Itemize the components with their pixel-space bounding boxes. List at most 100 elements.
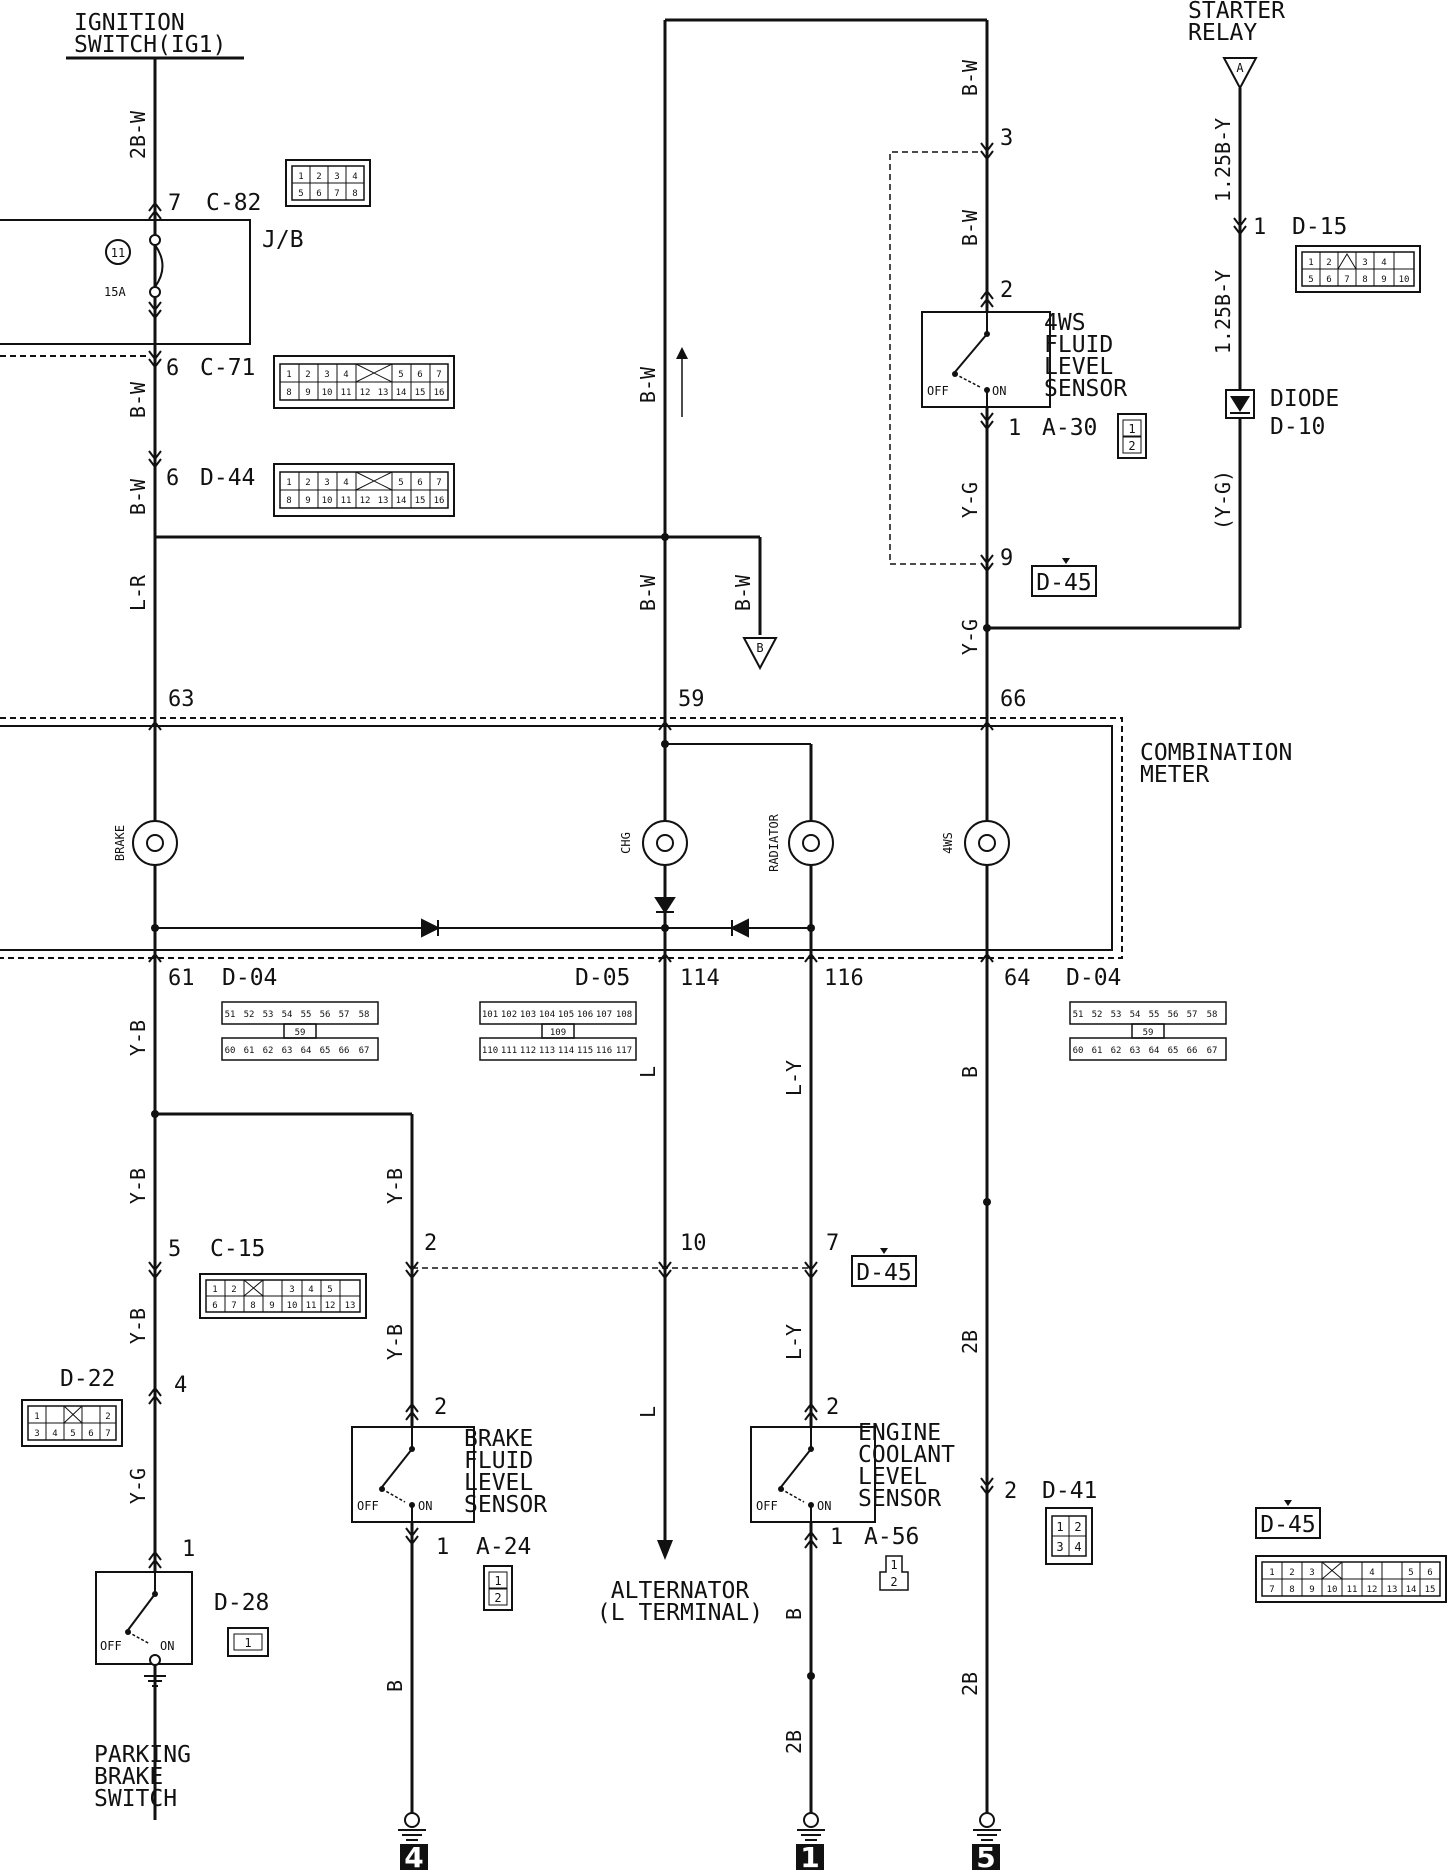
wire-2b-label-right-1: 2B [958, 1330, 982, 1354]
svg-text:65: 65 [1168, 1046, 1179, 1056]
parking-brake-ground-icon [144, 1665, 166, 1687]
left-wire-connector-marks [148, 201, 162, 469]
pin-4: 4 [174, 1373, 187, 1398]
brake-fluid-label-1: BRAKE [464, 1426, 533, 1452]
wire-yg-label-4ws: Y-G [958, 482, 982, 518]
wire-2b-label-coolant: 2B [782, 1730, 806, 1754]
svg-text:53: 53 [1111, 1010, 1122, 1020]
pin-7: 7 [168, 191, 181, 216]
svg-text:6: 6 [316, 189, 321, 199]
svg-text:3: 3 [1309, 1568, 1314, 1578]
pin-3: 3 [1000, 126, 1013, 151]
svg-text:2: 2 [105, 1412, 110, 1422]
svg-text:10: 10 [1327, 1585, 1338, 1595]
svg-text:52: 52 [1092, 1010, 1103, 1020]
svg-text:1: 1 [298, 172, 303, 182]
connector-d41-label: D-41 [1042, 1478, 1097, 1504]
brake-lamp-label: BRAKE [113, 825, 127, 861]
ws4-dashed-loop [889, 151, 978, 565]
ground-number-5: 5 [976, 1841, 995, 1870]
ws4-lamp-label: 4WS [941, 832, 955, 854]
connector-d04-label-2: D-04 [1066, 965, 1121, 991]
connector-d45-pinout: 1 2 3 4 5 6 7 8 9 10 11 12 13 14 15 [1255, 1555, 1447, 1603]
svg-text:110: 110 [482, 1046, 498, 1056]
svg-text:1: 1 [1269, 1568, 1274, 1578]
svg-text:D-45: D-45 [1260, 1512, 1315, 1538]
ws4-sensor-label-2: FLUID [1044, 332, 1113, 358]
svg-text:ON: ON [992, 384, 1006, 398]
svg-text:59: 59 [295, 1028, 306, 1038]
connector-c71-icon: 1 2 3 4 5 6 7 8 9 10 11 12 13 14 15 16 [273, 355, 455, 409]
wire-bw-label-2: B-W [126, 478, 150, 515]
combination-meter-border-outer [0, 717, 1123, 959]
connector-d41-icon: 1 2 3 4 [1045, 1507, 1093, 1565]
svg-text:13: 13 [378, 496, 389, 506]
alternator-label-1: ALTERNATOR [611, 1578, 750, 1604]
svg-text:9: 9 [305, 388, 310, 398]
svg-text:6: 6 [1427, 1568, 1432, 1578]
connector-d04-label-1: D-04 [222, 965, 277, 991]
svg-text:4: 4 [1074, 1540, 1081, 1554]
svg-text:111: 111 [501, 1046, 517, 1056]
svg-text:51: 51 [225, 1010, 236, 1020]
svg-text:8: 8 [286, 496, 291, 506]
ws4-wire-connector-marks [980, 142, 994, 573]
svg-text:58: 58 [1207, 1010, 1218, 1020]
junction-dot-yb [151, 1110, 159, 1118]
d41-wire-marks [980, 1477, 994, 1496]
ground-number-4: 4 [404, 1841, 423, 1870]
a24-wire-marks [405, 1402, 419, 1546]
pin-63: 63 [168, 687, 195, 712]
svg-text:7: 7 [436, 370, 441, 380]
svg-text:112: 112 [520, 1046, 536, 1056]
svg-text:2: 2 [231, 1285, 236, 1295]
ground-number-1: 1 [800, 1841, 819, 1870]
junction-dot-radiator-bus [807, 924, 815, 932]
connector-c15-icon: 1 2 3 4 5 6 7 8 9 10 11 12 13 [199, 1273, 367, 1319]
svg-text:3: 3 [324, 478, 329, 488]
svg-text:1: 1 [34, 1412, 39, 1422]
svg-text:13: 13 [345, 1301, 356, 1311]
svg-text:6: 6 [417, 478, 422, 488]
svg-text:3: 3 [289, 1285, 294, 1295]
connector-a24-label: A-24 [476, 1534, 531, 1560]
svg-text:2: 2 [1289, 1568, 1294, 1578]
svg-text:107: 107 [596, 1010, 612, 1020]
ws4-fluid-level-sensor: OFF ON [921, 311, 1051, 408]
svg-text:56: 56 [1168, 1010, 1179, 1020]
svg-text:7: 7 [436, 478, 441, 488]
svg-text:11: 11 [341, 496, 352, 506]
pin-2-d41: 2 [1004, 1479, 1017, 1504]
jb-label: J/B [262, 227, 304, 253]
svg-text:5: 5 [398, 370, 403, 380]
brake-warning-lamp [132, 820, 178, 866]
svg-text:16: 16 [434, 496, 445, 506]
wire-bw-label-1: B-W [126, 381, 150, 418]
svg-text:113: 113 [539, 1046, 555, 1056]
svg-text:115: 115 [577, 1046, 593, 1056]
connector-d45-icon-mid: D-45 [851, 1248, 917, 1287]
wire-b-label-right-1: B [958, 1066, 982, 1078]
svg-text:12: 12 [360, 388, 371, 398]
svg-text:14: 14 [396, 388, 407, 398]
svg-text:7: 7 [105, 1429, 110, 1439]
svg-text:4: 4 [352, 172, 357, 182]
connector-a56-icon: 1 2 [879, 1555, 909, 1591]
svg-text:2: 2 [1326, 258, 1331, 268]
alternator-label-2: (L TERMINAL) [597, 1600, 763, 1626]
svg-text:62: 62 [1111, 1046, 1122, 1056]
ws4-sensor-label-4: SENSOR [1044, 376, 1127, 402]
meter-diode-1 [421, 918, 441, 938]
svg-text:52: 52 [244, 1010, 255, 1020]
pin-7-d45: 7 [826, 1231, 839, 1256]
svg-text:4: 4 [308, 1285, 313, 1295]
d22-wire-marks [148, 1386, 162, 1405]
svg-text:ON: ON [160, 1639, 174, 1653]
brake-fluid-label-2: FLUID [464, 1448, 533, 1474]
wire-2bw-label: 2B-W [126, 110, 150, 159]
junction-dot-chg-bus [661, 924, 669, 932]
svg-text:12: 12 [1367, 1585, 1378, 1595]
svg-text:58: 58 [359, 1010, 370, 1020]
